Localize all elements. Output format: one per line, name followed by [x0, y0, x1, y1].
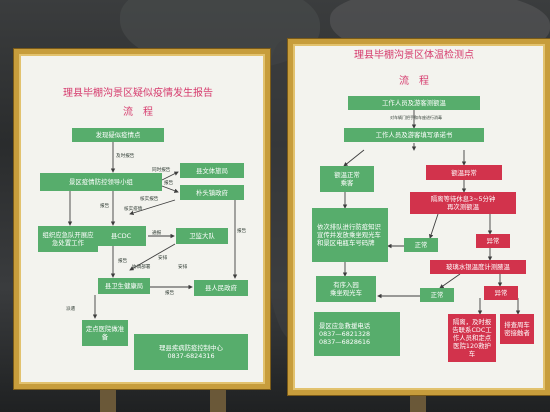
flow-label: 核实报告	[140, 197, 159, 202]
flow-label: 报告	[100, 204, 110, 209]
rescue-hotline-box: 景区应急救援电话 0837—6821328 0837—6828616	[314, 312, 400, 356]
right-board-title: 理县毕棚沟景区体温检测点	[354, 50, 474, 61]
left-signboard	[14, 49, 270, 389]
culture-bureau-box: 县文体旅局	[180, 163, 244, 178]
flow-label: 报告	[164, 181, 174, 186]
mercury-abnormal-box: 异常	[484, 286, 518, 300]
flow-label: 报告	[237, 229, 247, 234]
rest-recheck-box: 隔离等待休息3~5分钟 再次测额温	[410, 192, 516, 214]
recheck-abnormal-box: 异常	[476, 234, 510, 248]
flow-label: 安排	[158, 256, 168, 261]
temp-normal-box: 额温正常 乘客	[320, 166, 374, 192]
left-board-subtitle: 流 程	[123, 107, 153, 118]
town-government-box: 朴头镇政府	[180, 185, 244, 200]
measure-forehead-box: 工作人员及游客测额温	[348, 96, 480, 110]
hospital-box: 定点医院做准备	[82, 320, 128, 346]
flow-label: 同时报告	[152, 168, 171, 173]
flow-label: 派遣	[66, 307, 76, 312]
mercury-thermometer-box: 玻璃水银温度计测腋温	[430, 260, 526, 274]
recheck-normal-box: 正常	[404, 238, 438, 252]
sign-post	[210, 382, 226, 412]
right-board-subtitle: 流 程	[399, 76, 429, 87]
mercury-normal-box: 正常	[420, 288, 454, 302]
health-bureau-box: 县卫生健康局	[98, 278, 150, 294]
cdc-contact-box: 理县疾病防疫控制中心 0837-6824316	[134, 334, 248, 370]
queue-info-box: 依次排队进行防疫知识宣传并发放乘坐观光车和景区电瓶车号码牌	[312, 208, 388, 262]
cdc-box: 县CDC	[96, 226, 146, 246]
temp-abnormal-box: 额温异常	[426, 165, 502, 180]
discover-point-box: 发现疑似疫情点	[72, 128, 164, 142]
flow-label: 核实疫情	[124, 207, 143, 212]
flow-label: 报告	[118, 259, 128, 264]
flow-label: 通报	[152, 231, 162, 236]
flow-label: 及时报告	[116, 154, 135, 159]
sign-post	[100, 382, 116, 412]
vehicle-contacts-box: 排查周车 密接触者	[500, 314, 534, 344]
flow-label: 对车辆门把手和车座进行消毒	[390, 115, 442, 120]
flow-label: 报告	[165, 291, 175, 296]
enter-park-box: 有序入园 乘坐观光车	[316, 276, 376, 302]
response-team-box: 组织应急队开展应急处置工作	[38, 226, 98, 252]
health-team-box: 卫监大队	[176, 228, 228, 244]
flow-label: 安排	[178, 265, 188, 270]
fill-promise-box: 工作人员及游客填写承诺书	[344, 128, 484, 142]
isolate-report-box: 隔离，及时报告联系CDC工作人员和定点医院120救护车	[448, 314, 496, 362]
command-group-box: 景区疫情防控领导小组	[40, 173, 162, 191]
flow-label: 协调部署	[132, 265, 151, 270]
government-box: 县人民政府	[194, 280, 248, 296]
left-board-title: 理县毕棚沟景区疑似疫情发生报告	[63, 88, 213, 99]
